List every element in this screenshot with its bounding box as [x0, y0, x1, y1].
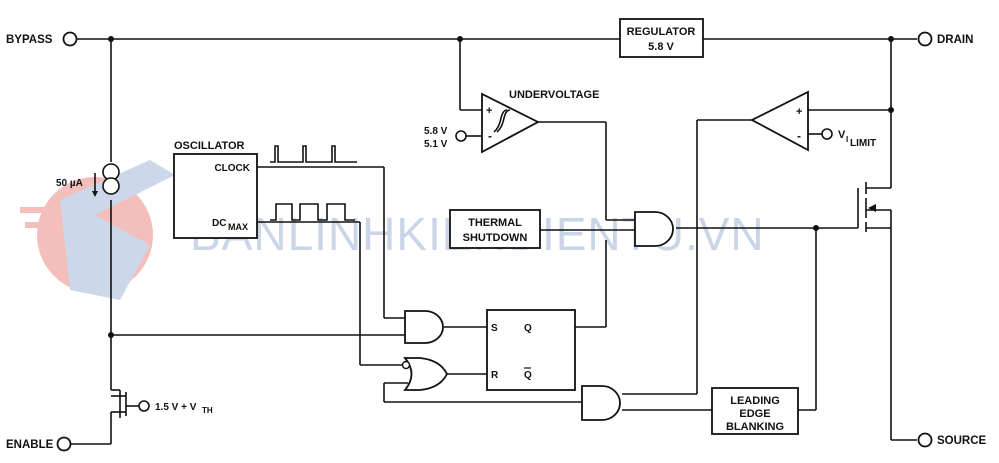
reset-or-gate	[401, 357, 449, 391]
svg-text:TH: TH	[202, 406, 213, 415]
svg-text:SHUTDOWN: SHUTDOWN	[463, 232, 528, 244]
pin-bypass: BYPASS	[6, 31, 78, 47]
svg-text:UNDERVOLTAGE: UNDERVOLTAGE	[509, 89, 599, 101]
wires	[70, 38, 917, 445]
svg-text:-: -	[488, 129, 492, 143]
svg-text:OSCILLATOR: OSCILLATOR	[174, 140, 245, 152]
regulator-block: REGULATOR 5.8 V	[619, 18, 704, 58]
svg-text:CLOCK: CLOCK	[214, 163, 250, 174]
leading-edge-blanking-block: LEADING EDGE BLANKING	[711, 387, 799, 435]
current-limit-comparator: + -	[750, 90, 809, 152]
svg-text:EDGE: EDGE	[739, 408, 770, 420]
svg-text:5.8 V: 5.8 V	[648, 41, 674, 53]
svg-text:V: V	[838, 129, 846, 141]
blanking-and-gate	[581, 385, 621, 421]
pin-drain: DRAIN	[917, 31, 973, 47]
svg-text:1.5 V + V: 1.5 V + V	[155, 402, 197, 413]
svg-text:MAX: MAX	[228, 222, 248, 232]
svg-text:S: S	[491, 323, 498, 334]
svg-text:+: +	[486, 105, 492, 117]
svg-text:ENABLE: ENABLE	[6, 439, 54, 451]
svg-text:Q: Q	[524, 323, 532, 334]
svg-text:LEADING: LEADING	[730, 395, 780, 407]
power-mosfet	[857, 182, 891, 232]
clock-and-gate	[404, 310, 444, 344]
undervoltage-comparator: + - UNDERVOLTAGE	[481, 89, 599, 154]
sr-latch: S R Q Q	[486, 309, 576, 391]
output-and-gate	[634, 211, 674, 247]
svg-text:DRAIN: DRAIN	[937, 34, 973, 46]
svg-text:DC: DC	[212, 218, 226, 229]
current-source: 50 µA	[56, 163, 120, 197]
svg-text:REGULATOR: REGULATOR	[627, 26, 696, 38]
svg-text:BYPASS: BYPASS	[6, 34, 53, 46]
svg-text:THERMAL: THERMAL	[468, 217, 522, 229]
enable-threshold: 1.5 V + V TH	[138, 400, 213, 415]
ilimit-reference: V I LIMIT	[821, 128, 876, 149]
svg-text:50 µA: 50 µA	[56, 178, 83, 189]
uv-reference: 5.8 V 5.1 V	[424, 126, 467, 150]
svg-text:+: +	[796, 106, 802, 118]
svg-text:-: -	[797, 129, 801, 143]
watermark-logo	[20, 160, 175, 300]
pin-source: SOURCE	[917, 432, 987, 448]
svg-text:LIMIT: LIMIT	[850, 138, 876, 149]
svg-text:5.1 V: 5.1 V	[424, 139, 448, 150]
pin-enable: ENABLE	[6, 436, 72, 452]
thermal-shutdown-block: THERMAL SHUTDOWN	[449, 209, 541, 249]
svg-text:5.8 V: 5.8 V	[424, 126, 448, 137]
svg-text:R: R	[491, 370, 499, 381]
svg-text:Q: Q	[524, 370, 532, 381]
svg-text:SOURCE: SOURCE	[937, 435, 987, 447]
svg-text:BLANKING: BLANKING	[726, 421, 784, 433]
svg-text:I: I	[846, 135, 848, 144]
oscillator-block: OSCILLATOR CLOCK DC MAX	[173, 140, 258, 239]
junction-dots	[108, 36, 894, 338]
